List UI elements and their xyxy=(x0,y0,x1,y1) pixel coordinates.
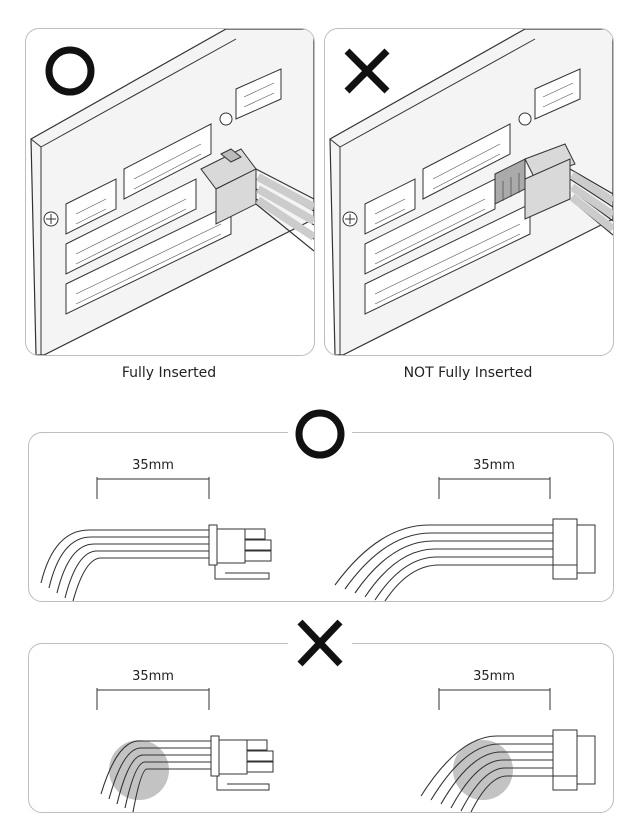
fully-inserted-caption: Fully Inserted xyxy=(121,365,217,381)
psu-not-fully-inserted-illustration xyxy=(329,29,613,355)
incorrect-bend-left-dimension: 35mm xyxy=(132,669,174,684)
cross-symbol-icon xyxy=(344,48,390,94)
incorrect-bend-right-dimension: 35mm xyxy=(473,669,515,684)
correct-bend-illustration xyxy=(40,518,596,601)
not-fully-inserted-caption: NOT Fully Inserted xyxy=(403,365,533,381)
incorrect-bend-dimension-lines xyxy=(96,688,551,710)
not-fully-inserted-panel xyxy=(324,28,614,356)
circle-symbol-icon xyxy=(45,46,95,96)
incorrect-bend-illustration xyxy=(100,729,596,812)
circle-symbol-icon xyxy=(288,402,352,466)
correct-bend-left-dimension: 35mm xyxy=(132,458,174,473)
correct-bend-dimension-lines xyxy=(96,477,551,499)
fully-inserted-panel xyxy=(25,28,315,356)
cross-symbol-icon xyxy=(288,614,352,674)
psu-fully-inserted-illustration xyxy=(30,29,314,355)
correct-bend-right-dimension: 35mm xyxy=(473,458,515,473)
